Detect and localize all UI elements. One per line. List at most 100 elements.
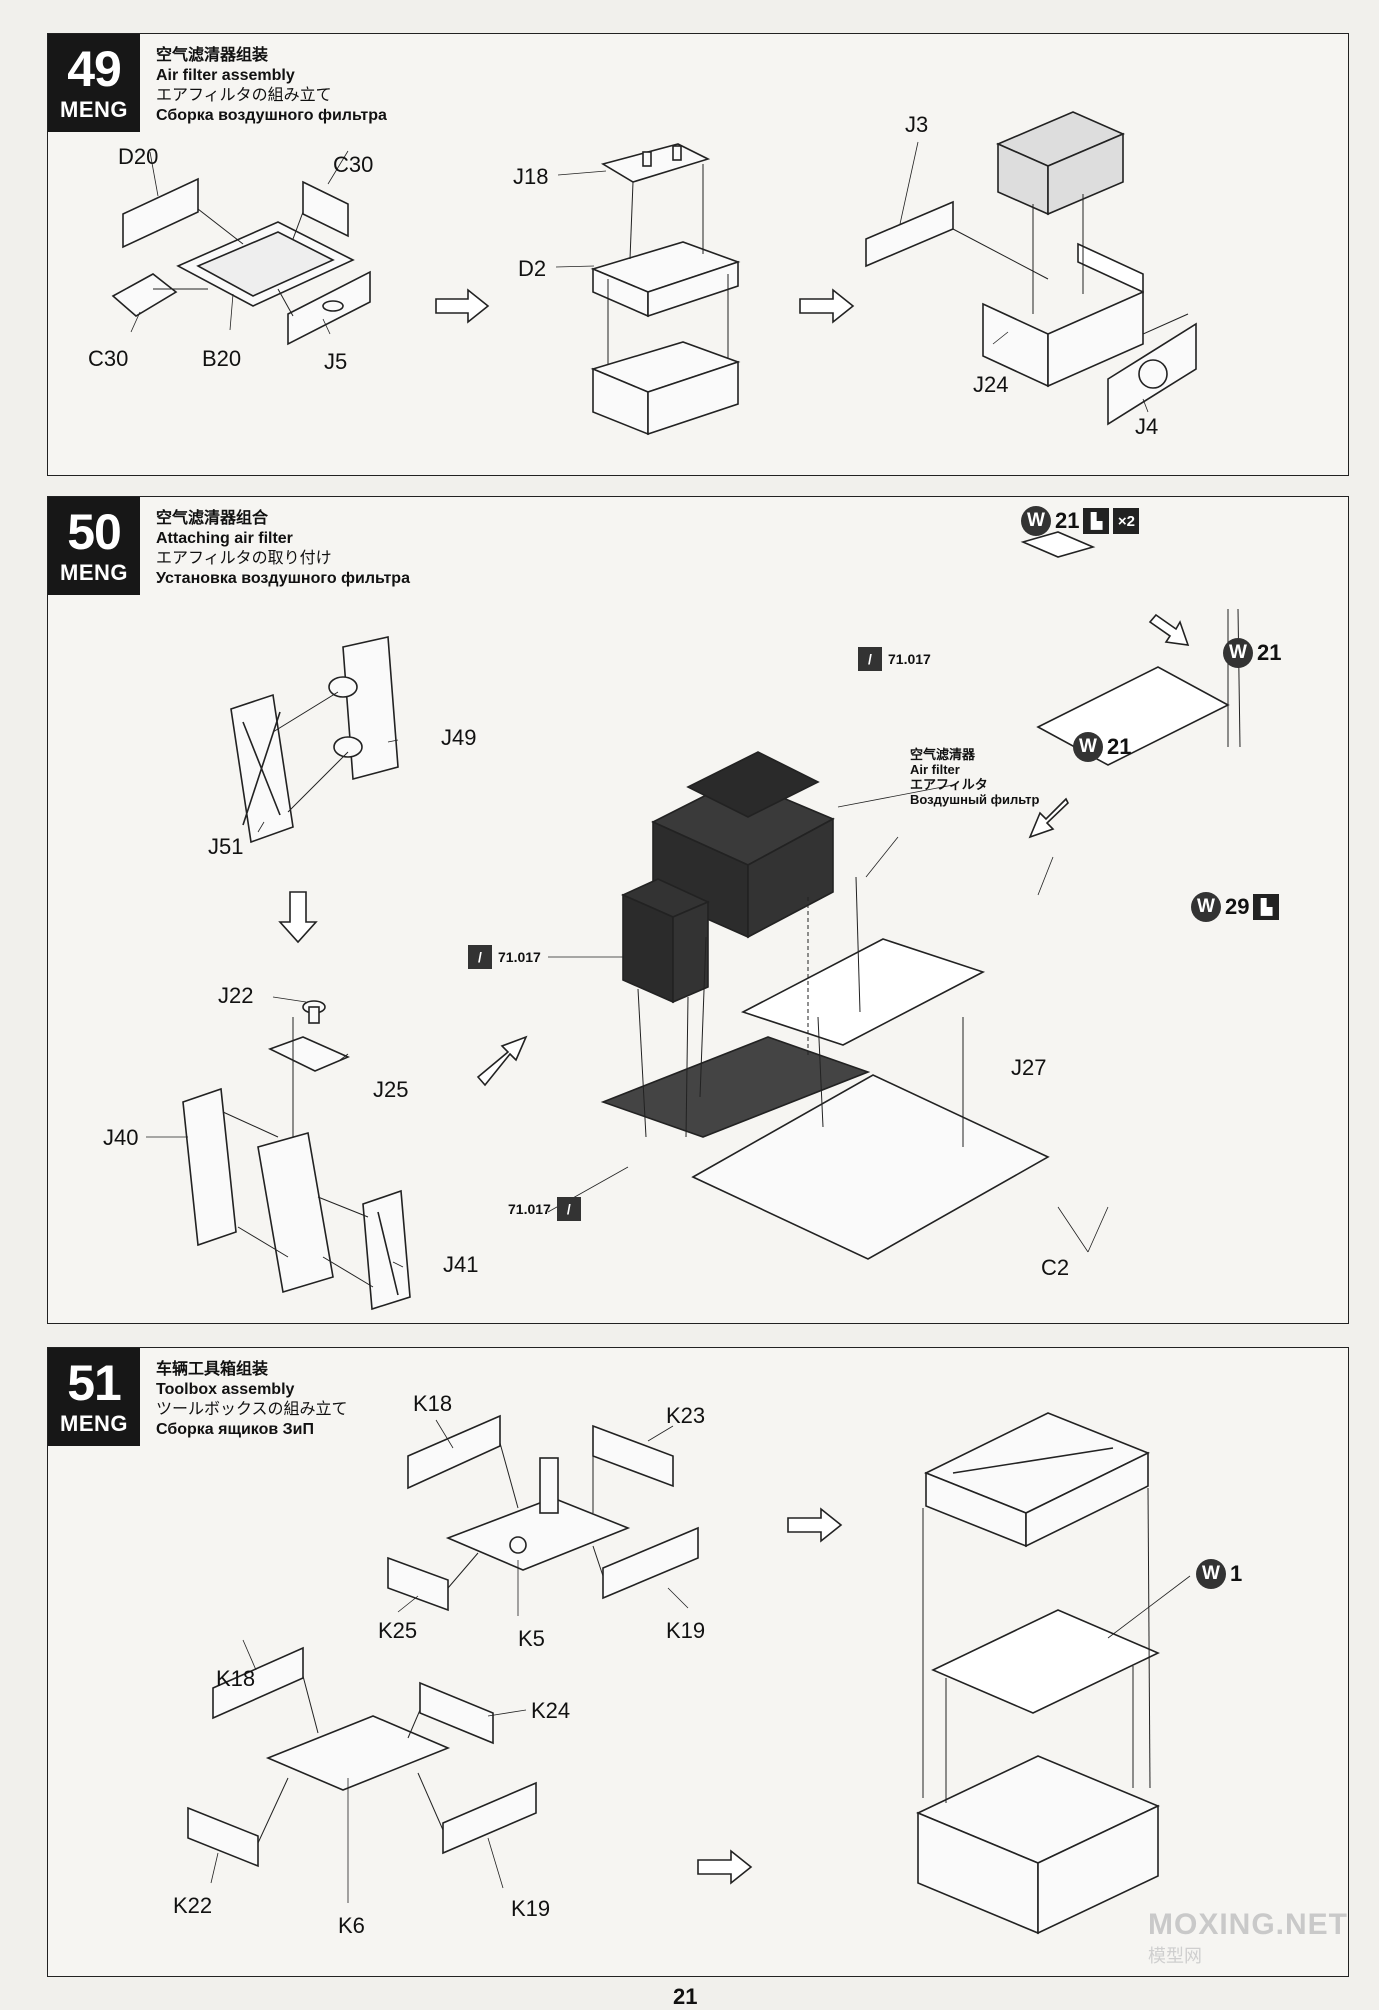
label-j41: J41 — [443, 1252, 479, 1277]
arrow-diag-3 — [1028, 797, 1069, 839]
arrow-diag-1 — [476, 1035, 528, 1087]
paint-callout-left: / 71.017 — [468, 945, 541, 969]
arrow-right-2 — [799, 288, 855, 324]
paint-callout-top: / 71.017 — [858, 647, 931, 671]
part-j27 — [691, 1074, 1050, 1260]
watermark-subtext: 模型网 — [1148, 1946, 1202, 1966]
step-51-panel: 51 MENG 车辆工具箱组装 Toolbox assembly ツールボックス… — [47, 1347, 1349, 1977]
arrow-down — [278, 891, 318, 944]
callout-en: Air filter — [910, 762, 960, 777]
w-sprue-icon: W — [1073, 732, 1103, 762]
part-w1 — [931, 1609, 1160, 1714]
step-titles: 车辆工具箱组装 Toolbox assembly ツールボックスの組み立て Сб… — [156, 1360, 348, 1440]
air-filter-callout: 空气滤清器 Air filter エアフィルタ Воздушный фильтр — [910, 747, 1039, 807]
paint-code: 71.017 — [508, 1201, 551, 1217]
brand-logo: MENG — [60, 97, 128, 122]
step-49-panel: 49 MENG 空气滤清器组装 Air filter assembly エアフィ… — [47, 33, 1349, 476]
title-jp: ツールボックスの組み立て — [156, 1401, 348, 1418]
w-sprue-icon: W — [1223, 638, 1253, 668]
page-number: 21 — [673, 1984, 698, 2009]
part-k22 — [187, 1806, 259, 1868]
step-badge: 50 MENG — [48, 497, 140, 595]
w21-chip-top: W 21 ▙ ×2 — [1021, 505, 1140, 537]
glue-icon: ▙ — [1253, 894, 1280, 920]
label-d2: D2 — [518, 256, 547, 281]
brand-logo: MENG — [60, 560, 128, 585]
w1-chip: W 1 — [1196, 1558, 1242, 1590]
label-b20: B20 — [202, 346, 242, 371]
title-ru: Сборка воздушного фильтра — [156, 107, 387, 124]
step-titles: 空气滤清器组装 Air filter assembly エアフィルタの組み立て … — [156, 46, 387, 126]
w-number: 21 — [1107, 734, 1132, 759]
title-cn: 空气滤清器组装 — [156, 47, 269, 64]
w-sprue-icon: W — [1021, 506, 1051, 536]
step-number: 51 — [67, 1355, 122, 1411]
w-number: 21 — [1055, 508, 1080, 533]
callout-cn: 空气滤清器 — [910, 747, 976, 762]
label-c30-left: C30 — [88, 346, 129, 371]
arrow-right-4 — [697, 1849, 753, 1885]
title-ru: Сборка ящиков ЗиП — [156, 1421, 315, 1438]
repeat-count: ×2 — [1113, 508, 1140, 534]
callout-jp: エアフィルタ — [910, 777, 988, 792]
step-51-diagram — [187, 1412, 1191, 1935]
title-ru: Установка воздушного фильтра — [156, 570, 410, 587]
title-jp: エアフィルタの組み立て — [156, 87, 332, 104]
callout-ru: Воздушный фильтр — [910, 792, 1040, 807]
paint-brush-icon: / — [858, 647, 882, 671]
part-j18 — [600, 143, 711, 183]
label-j40: J40 — [103, 1125, 139, 1150]
w-sprue-icon: W — [1196, 1559, 1226, 1589]
w-sprue-icon: W — [1191, 892, 1221, 922]
title-en: Toolbox assembly — [156, 1381, 295, 1398]
step-49-diagram — [111, 111, 1197, 436]
step-50-diagram — [146, 531, 1241, 1311]
part-k18-top — [407, 1414, 501, 1490]
step-badge: 49 MENG — [48, 34, 140, 132]
label-j18: J18 — [513, 164, 549, 189]
title-cn: 空气滤清器组合 — [156, 510, 269, 527]
label-c30-right: C30 — [333, 152, 374, 177]
part-k19-bottom — [442, 1781, 537, 1855]
part-c30-left — [111, 273, 178, 317]
label-k5: K5 — [518, 1626, 545, 1651]
part-w29 — [1036, 666, 1230, 766]
label-k6: K6 — [338, 1913, 365, 1938]
paint-callout-bottom: 71.017 / — [508, 1197, 581, 1221]
paint-code: 71.017 — [498, 949, 541, 965]
glue-icon: ▙ — [1083, 508, 1110, 534]
mount-plate — [740, 938, 986, 1046]
label-c2: C2 — [1041, 1255, 1070, 1280]
w-number: 21 — [1257, 640, 1282, 665]
label-k19-top: K19 — [666, 1618, 706, 1643]
label-j27: J27 — [1011, 1055, 1047, 1080]
w21-chip-right: W 21 — [1223, 637, 1281, 669]
part-j49 — [342, 636, 399, 781]
label-k25: K25 — [378, 1618, 418, 1643]
part-j4 — [1107, 322, 1197, 426]
label-k18-bottom: K18 — [216, 1666, 256, 1691]
label-k22: K22 — [173, 1893, 213, 1918]
part-j25 — [267, 1036, 351, 1072]
label-k23: K23 — [666, 1403, 706, 1428]
part-c30-right — [302, 180, 349, 238]
step-number: 49 — [67, 41, 122, 97]
tray-bottom — [265, 1715, 451, 1791]
w-number: 29 — [1225, 894, 1250, 919]
w29-chip: W 29 ▙ — [1191, 891, 1280, 923]
label-d20: D20 — [118, 144, 159, 169]
title-jp: エアフィルタの取り付け — [156, 550, 332, 567]
part-d20 — [122, 177, 199, 249]
paint-brush-icon: / — [556, 1197, 581, 1221]
label-j22: J22 — [218, 983, 254, 1008]
label-j5: J5 — [324, 349, 348, 374]
title-cn: 车辆工具箱组装 — [156, 1361, 269, 1378]
label-j24: J24 — [973, 372, 1009, 397]
label-j51: J51 — [208, 834, 244, 859]
step-number: 50 — [67, 504, 122, 560]
part-j3 — [865, 200, 954, 268]
arrow-right-3 — [787, 1507, 843, 1543]
part-w21-top — [1020, 531, 1096, 558]
arrow-right-1 — [435, 288, 490, 324]
title-en: Attaching air filter — [156, 530, 293, 547]
